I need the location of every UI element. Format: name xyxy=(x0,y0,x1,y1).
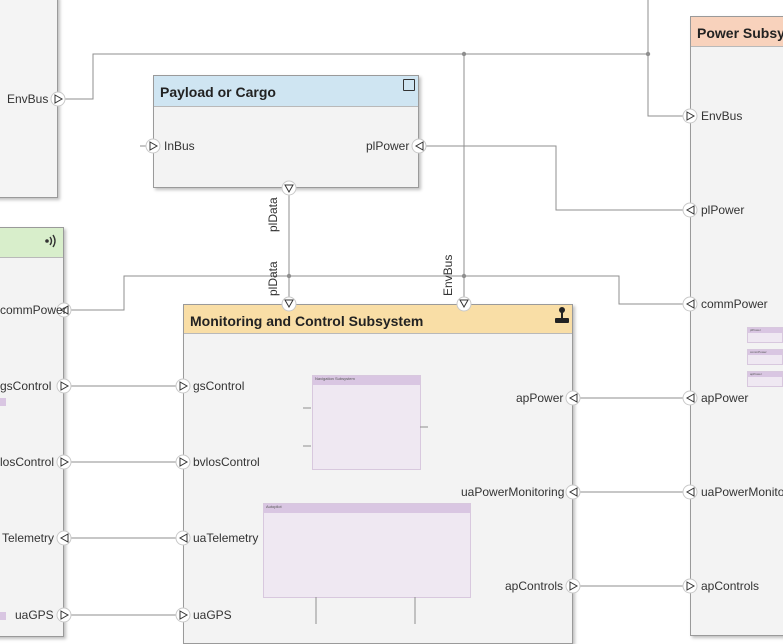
port-label-power-plpower: plPower xyxy=(701,203,745,217)
port-power-commpower[interactable] xyxy=(682,296,698,312)
junction-dot xyxy=(461,273,467,279)
port-monitoring-envbus[interactable] xyxy=(456,296,472,312)
port-label-mon-gscontrol: gsControl xyxy=(193,379,245,393)
junction-dot xyxy=(461,51,467,57)
port-plpower[interactable] xyxy=(411,138,427,154)
payload-header[interactable]: Payload or Cargo xyxy=(154,76,418,107)
square-outline-icon xyxy=(403,79,415,91)
plpower-wire[interactable] xyxy=(424,145,685,211)
comm-mini-marker xyxy=(0,398,6,406)
port-label-mon-appower: apPower xyxy=(516,391,564,405)
port-comm-bvloscontrol[interactable] xyxy=(56,454,72,470)
power-mini-1[interactable]: plPower xyxy=(747,327,783,343)
port-monitoring-pldata[interactable] xyxy=(281,296,297,312)
navigation-subsystem-mini[interactable]: Navigation Subsystem xyxy=(312,375,421,470)
communication-component[interactable] xyxy=(0,227,64,637)
port-power-envbus[interactable] xyxy=(682,108,698,124)
communication-header[interactable] xyxy=(0,228,63,258)
port-label-inbus: InBus xyxy=(164,139,195,153)
power-title: Power Subsy xyxy=(697,25,783,41)
port-power-plpower[interactable] xyxy=(682,202,698,218)
port-label-mon-bvloscontrol: bvlosControl xyxy=(193,455,260,469)
power-mini-3-title: apPower xyxy=(748,372,782,377)
port-mon-uapowermonitoring[interactable] xyxy=(565,484,581,500)
port-label-comm-bvloscontrol: losControl xyxy=(0,455,55,469)
port-label-comm-uatelemetry: Telemetry xyxy=(2,531,55,545)
port-inbus[interactable] xyxy=(145,138,161,154)
port-label-mon-uatelemetry: uaTelemetry xyxy=(193,531,259,545)
port-mon-uagps[interactable] xyxy=(175,607,191,623)
monitoring-title: Monitoring and Control Subsystem xyxy=(190,313,424,329)
comm-mini-marker xyxy=(0,612,6,620)
port-label-power-appower: apPower xyxy=(701,391,749,405)
signal-label-pldata-bottom: plData xyxy=(266,261,280,296)
navigation-subsystem-mini-title: Navigation Subsystem xyxy=(313,376,420,385)
autopilot-mini[interactable]: Autopilot xyxy=(263,503,471,598)
port-power-apcontrols[interactable] xyxy=(682,578,698,594)
junction-dot xyxy=(645,51,651,57)
port-label-mon-uapowermonitoring: uaPowerMonitoring xyxy=(461,485,565,499)
payload-or-cargo-component[interactable]: Payload or Cargo xyxy=(153,75,419,188)
port-label-comm-uagps: uaGPS xyxy=(15,608,54,622)
port-label-comm-gscontrol: gsControl xyxy=(0,379,52,393)
envbus-wire-top[interactable] xyxy=(63,53,685,117)
antenna-signal-icon xyxy=(45,234,56,248)
power-mini-1-title: plPower xyxy=(748,328,782,333)
port-label-power-envbus: EnvBus xyxy=(701,109,743,123)
port-comm-commpower[interactable] xyxy=(56,302,72,318)
port-label-power-apcontrols: apControls xyxy=(701,579,760,593)
port-power-uapowermonitor[interactable] xyxy=(682,484,698,500)
signal-label-envbus: EnvBus xyxy=(441,254,455,296)
port-comm-uagps[interactable] xyxy=(56,607,72,623)
monitoring-header[interactable]: Monitoring and Control Subsystem xyxy=(184,305,572,334)
signal-label-pldata-top: plData xyxy=(266,197,280,232)
port-mon-apcontrols[interactable] xyxy=(565,578,581,594)
monitoring-and-control-subsystem[interactable]: Monitoring and Control Subsystem Navigat… xyxy=(183,304,573,644)
port-power-appower[interactable] xyxy=(682,390,698,406)
port-mon-gscontrol[interactable] xyxy=(175,378,191,394)
power-mini-2-title: commPower xyxy=(748,350,782,355)
power-header[interactable]: Power Subsy xyxy=(691,17,783,47)
junction-dot xyxy=(286,273,292,279)
port-label-mon-uagps: uaGPS xyxy=(193,608,232,622)
commpower-wire[interactable] xyxy=(69,275,685,311)
port-label-plpower: plPower xyxy=(366,139,410,153)
joystick-icon xyxy=(555,307,569,323)
port-label-comm-commpower: commPower xyxy=(0,303,67,317)
port-mon-appower[interactable] xyxy=(565,390,581,406)
port-label-left-envbus: EnvBus xyxy=(7,92,49,106)
port-payload-pldata[interactable] xyxy=(281,180,297,196)
payload-title: Payload or Cargo xyxy=(160,84,276,100)
port-left-envbus[interactable] xyxy=(50,91,66,107)
power-subsystem[interactable]: Power Subsy plPower commPower apPower xyxy=(690,16,783,636)
port-label-mon-apcontrols: apControls xyxy=(505,579,564,593)
port-comm-gscontrol[interactable] xyxy=(56,378,72,394)
port-label-power-uapowermonitor: uaPowerMonito xyxy=(701,485,783,499)
port-mon-bvloscontrol[interactable] xyxy=(175,454,191,470)
port-mon-uatelemetry[interactable] xyxy=(175,530,191,546)
autopilot-mini-title: Autopilot xyxy=(264,504,470,513)
port-label-power-commpower: commPower xyxy=(701,297,768,311)
port-comm-uatelemetry[interactable] xyxy=(56,530,72,546)
connections-layer xyxy=(50,0,698,624)
